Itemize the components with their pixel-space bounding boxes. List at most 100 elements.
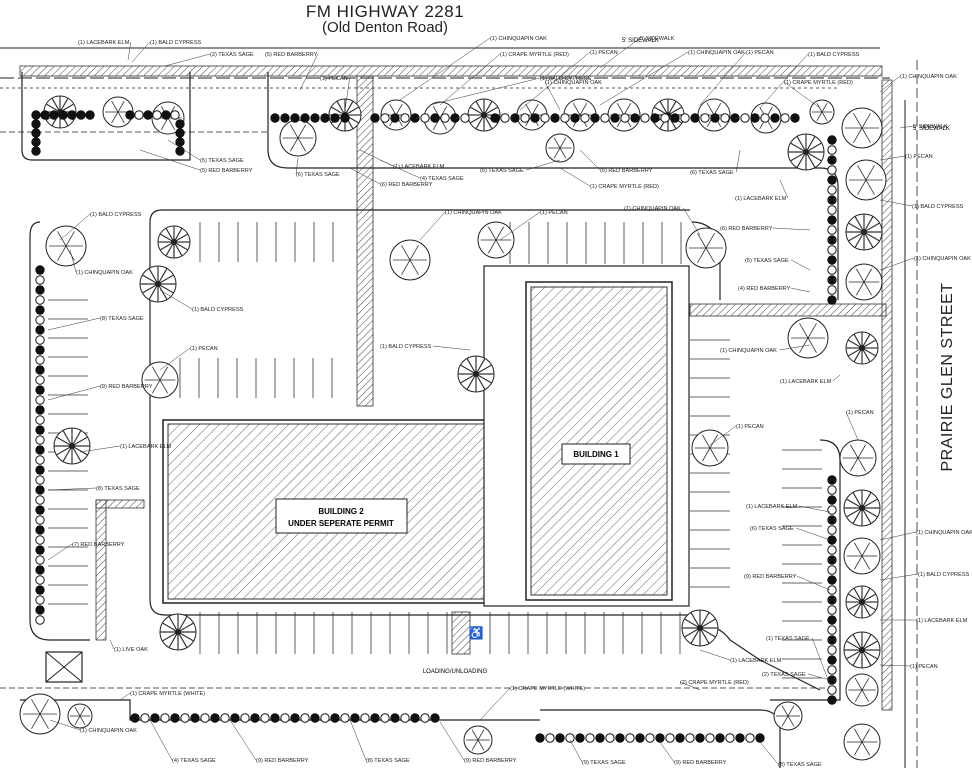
shrub — [827, 545, 837, 555]
shrub — [640, 113, 650, 123]
shrub — [35, 445, 45, 455]
shrub — [280, 113, 290, 123]
shrub — [827, 135, 837, 145]
shrub — [827, 665, 837, 675]
plant-label: (8) TEXAS SAGE — [100, 316, 144, 322]
tree — [841, 107, 883, 149]
shrub — [420, 713, 430, 723]
shrub — [710, 113, 720, 123]
shrub — [175, 137, 185, 147]
sidewalk-east — [881, 79, 893, 711]
plant-label: (6) TEXAS SAGE — [690, 170, 734, 176]
shrub — [35, 435, 45, 445]
shrub — [730, 113, 740, 123]
tree — [545, 133, 575, 163]
shrub — [31, 146, 41, 156]
plant-label: (1) BALD CYPRESS — [150, 40, 202, 46]
tree — [685, 227, 727, 269]
shrub — [605, 733, 615, 743]
shrub — [190, 713, 200, 723]
plant-label: (1) CHINQUAPIN OAK — [916, 530, 972, 536]
shrub — [410, 113, 420, 123]
shrub — [320, 113, 330, 123]
plant-label: (1) PECAN — [905, 154, 933, 160]
shrub — [610, 113, 620, 123]
building-2-label-box — [275, 498, 408, 534]
shrub — [35, 525, 45, 535]
plant-label: (2) TEXAS SAGE — [762, 672, 806, 678]
shrub — [170, 713, 180, 723]
tree — [845, 673, 879, 707]
shrub — [340, 713, 350, 723]
shrub — [540, 113, 550, 123]
shrub — [827, 585, 837, 595]
plant-label: (1) CRAPE MYRTLE (RED) — [500, 52, 569, 58]
shrub — [827, 275, 837, 285]
shrub — [210, 713, 220, 723]
shrub — [725, 733, 735, 743]
shrub — [590, 113, 600, 123]
highway-alt-name: (Old Denton Road) — [322, 19, 448, 36]
shrub — [827, 205, 837, 215]
shrub — [755, 733, 765, 743]
tree — [845, 213, 883, 251]
plant-label: (1) CHINQUAPIN OAK — [76, 270, 133, 276]
plant-label: (1) BALD CYPRESS — [90, 212, 142, 218]
plant-label: (4) TEXAS SAGE — [172, 758, 216, 764]
shrub — [645, 733, 655, 743]
shrub — [575, 733, 585, 743]
shrub — [310, 113, 320, 123]
plant-label: (1) PECAN — [320, 76, 348, 82]
tree — [843, 631, 881, 669]
sidewalk-west — [95, 499, 107, 641]
shrub — [35, 415, 45, 425]
shrub — [530, 113, 540, 123]
shrub — [615, 733, 625, 743]
shrub — [635, 733, 645, 743]
shrub — [685, 733, 695, 743]
plant-label: (1) CHINQUAPIN OAK — [914, 256, 971, 262]
shrub — [620, 113, 630, 123]
plant-label: (1) BALD CYPRESS — [808, 52, 860, 58]
shrub — [400, 713, 410, 723]
plant-label: (1) CHINQUAPIN OAK — [445, 210, 502, 216]
tree — [141, 361, 179, 399]
plant-label: (7) RED BARBERRY — [72, 542, 125, 548]
loading-zone: LOADING/UNLOADING ♿ — [423, 611, 488, 675]
shrub — [290, 713, 300, 723]
shrub — [827, 255, 837, 265]
shrub — [35, 355, 45, 365]
shrub — [143, 110, 153, 120]
shrub — [665, 733, 675, 743]
shrub — [780, 113, 790, 123]
plant-label: (1) CHINQUAPIN OAK — [490, 36, 547, 42]
shrub — [35, 455, 45, 465]
building-1-label: BUILDING 1 — [573, 450, 619, 459]
shrub — [35, 605, 45, 615]
loading-label: LOADING/UNLOADING — [423, 669, 488, 675]
sidewalks — [19, 65, 893, 711]
sidewalk-east-link — [689, 303, 887, 317]
shrub — [450, 113, 460, 123]
tree — [787, 133, 825, 171]
shrub — [35, 535, 45, 545]
shrub — [827, 295, 837, 305]
shrub — [175, 128, 185, 138]
shrub — [827, 565, 837, 575]
plant-label: (1) CHINQUAPIN OAK — [545, 80, 602, 86]
tree — [839, 439, 877, 477]
plant-label: (1) PECAN — [736, 424, 764, 430]
shrub — [580, 113, 590, 123]
tree — [691, 429, 729, 467]
plant-label: (1) PECAN — [746, 50, 774, 56]
shrub — [240, 713, 250, 723]
tree — [159, 613, 197, 651]
plant-labels: (1) LACEBARK ELM(1) BALD CYPRESS(2) TEXA… — [47, 36, 972, 768]
shrub — [715, 733, 725, 743]
shrub — [827, 515, 837, 525]
plant-label: 5' SIDEWALK — [640, 36, 675, 42]
plant-label: (1) CHINQUAPIN OAK — [720, 348, 777, 354]
shrub — [570, 113, 580, 123]
shrub — [35, 485, 45, 495]
tree — [457, 355, 495, 393]
